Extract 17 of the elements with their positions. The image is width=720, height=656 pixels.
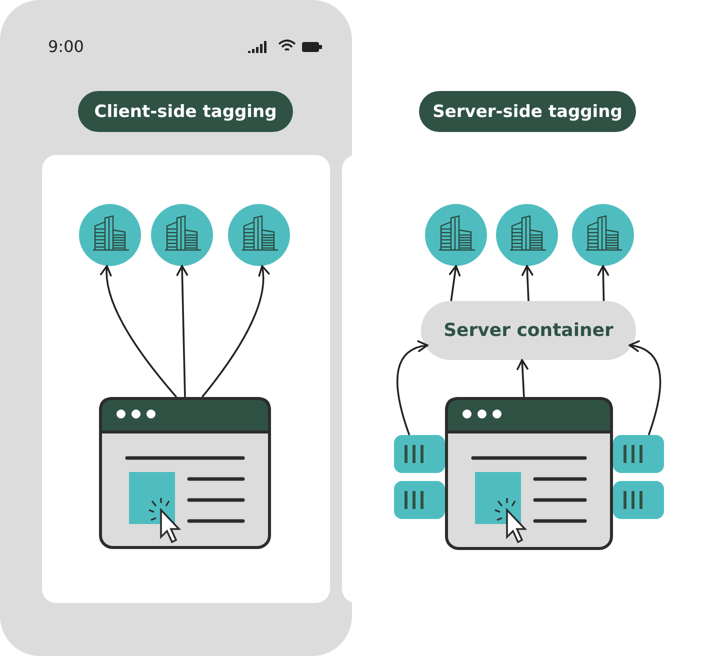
section-heading: Server-side tagging: [419, 91, 636, 132]
browser-window-drawing: [99, 397, 271, 549]
status-time: 9:00: [48, 37, 84, 56]
section-heading: Client-side tagging: [78, 91, 293, 132]
server-rack-icon: [394, 435, 445, 519]
arrow: [516, 359, 528, 398]
server-rack-icon: [613, 435, 664, 519]
arrow: [176, 265, 188, 398]
arrow: [100, 265, 178, 398]
arrow: [202, 265, 270, 398]
arrow: [448, 265, 461, 302]
browser-window-drawing: [445, 397, 613, 550]
arrow: [396, 341, 428, 436]
arrow: [628, 341, 662, 436]
arrow: [597, 265, 610, 302]
server-container: Server container: [421, 301, 636, 360]
arrow: [522, 265, 534, 302]
